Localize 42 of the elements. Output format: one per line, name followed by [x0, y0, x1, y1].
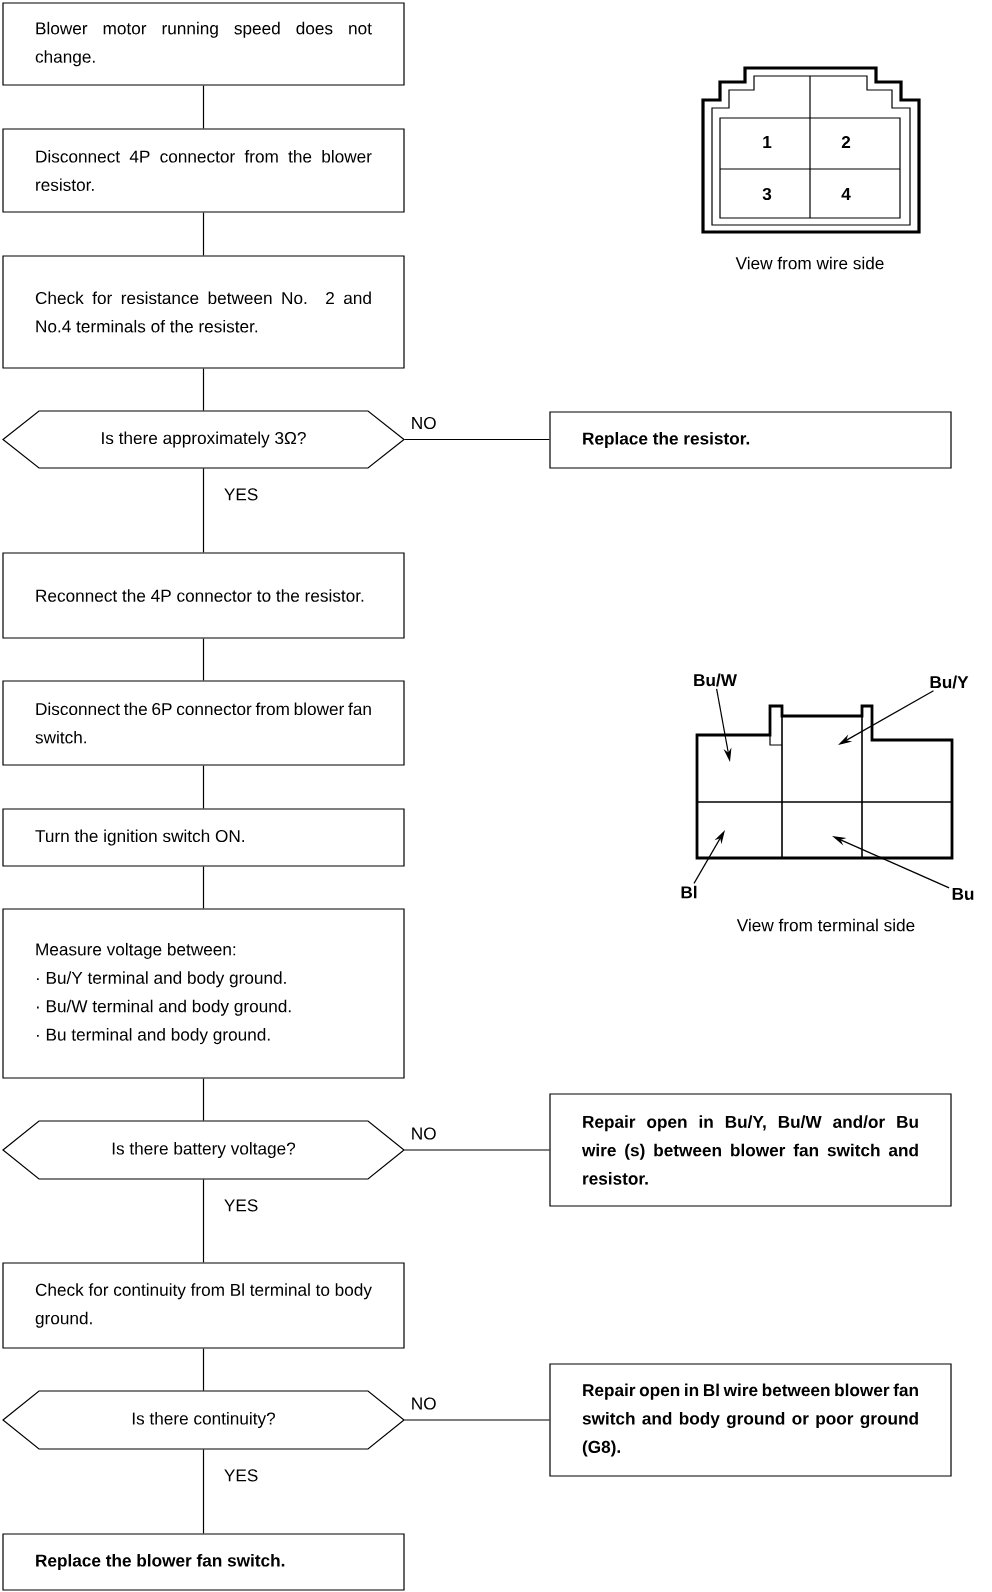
connector-line [202, 1178, 205, 1263]
terminal-number: 4 [841, 188, 851, 200]
process-box: Check for continuity from Bl terminal to body ground. [2, 1262, 405, 1349]
process-box: Blower motor running speed does not change. [2, 2, 405, 86]
view-caption: View from terminal side [736, 918, 915, 932]
edge-label: YES [224, 488, 258, 501]
connector-line [202, 368, 205, 412]
wire-label: Bu/W [694, 673, 737, 687]
process-box: Check for resistance between No. 2 and No.4 terminals of the resister. [2, 255, 405, 369]
edge-label: YES [224, 1199, 258, 1212]
connector-line [403, 1419, 550, 1421]
process-box: Disconnect 4P connector from the blower resistor. [2, 128, 405, 213]
process-box: Turn the ignition switch ON. [2, 808, 405, 867]
wire-label: Bu/Y [930, 675, 969, 689]
process-box: Replace the resistor. [549, 411, 952, 469]
connector-line [202, 1348, 205, 1392]
process-box: Reconnect the 4P connector to the resistor. [2, 552, 405, 639]
connector-line [202, 765, 205, 809]
connector-line [202, 1448, 205, 1534]
terminal-number: 1 [763, 136, 772, 148]
process-box: Measure voltage between: · Bu/Y terminal and body ground. · Bu/W terminal and body ground. · Bu terminal and body ground. [2, 908, 405, 1079]
edge-label: YES [224, 1469, 258, 1482]
process-box: Repair open in Bl wire between blower fan switch and body ground or poor ground (G8). [549, 1363, 952, 1477]
process-box: Repair open in Bu/Y, Bu/W and/or Bu wire (s) between blower fan switch and resistor. [549, 1093, 952, 1207]
terminal-number: 3 [762, 187, 772, 201]
connector-line [403, 438, 550, 441]
connector-line [202, 467, 205, 553]
terminal-number: 2 [841, 136, 851, 148]
edge-label: NO [412, 416, 436, 430]
connector-line [202, 1078, 205, 1122]
edge-label: NO [412, 1397, 436, 1410]
edge-label: NO [412, 1127, 436, 1140]
wire-label: Bu [952, 888, 974, 900]
connector-line [202, 638, 205, 681]
connector-line [202, 212, 205, 256]
connector-line [202, 866, 205, 909]
process-box: Replace the blower fan switch. [2, 1533, 405, 1591]
connector-line [202, 85, 205, 129]
view-caption: View from wire side [735, 256, 884, 270]
connector-line [403, 1149, 550, 1151]
wire-label: Bl [681, 885, 697, 899]
process-box: Disconnect the 6P connector from blower fan switch. [2, 680, 405, 766]
